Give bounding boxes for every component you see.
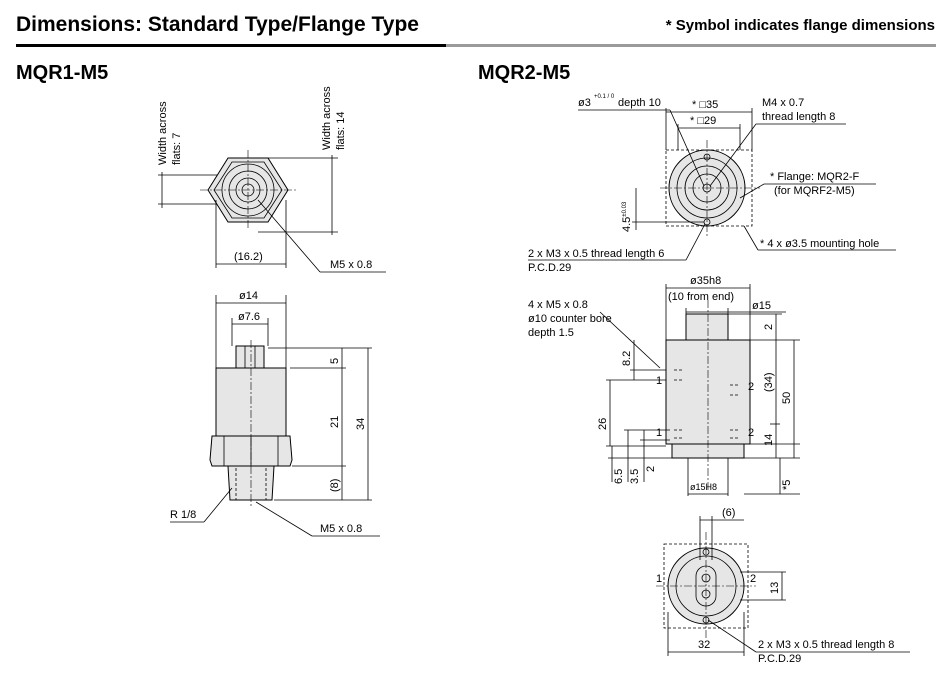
mqr2-dim-14: 14 [763,434,775,446]
mqr1-port-bottom-label: M5 x 0.8 [320,523,362,535]
mqr2-dim-8-2: 8.2 [621,351,633,366]
mqr2-port-1b: 1 [656,427,662,439]
mqr2-bore-tol: +0.1 / 0 [594,94,615,100]
mqr2-side-view: ø35h8 (10 from end) ø15 1 2 1 2 4 x M5 x… [528,275,800,496]
mqr2-port-2a: 2 [748,381,754,393]
mqr2-dim-50: 50 [781,392,793,404]
mqr2-dim-3-5: 3.5 [629,469,641,484]
title-underline-light [446,44,936,47]
mqr2-dim-13: 13 [769,582,781,594]
mqr2-dim-5s: *5 [781,480,793,490]
mqr2-dia-35h8: ø35h8 [690,275,721,287]
mqr2-m4-len: thread length 8 [762,111,835,123]
mqr2-sq-29: * □29 [690,115,716,127]
mqr1-dim-8: (8) [329,479,341,492]
mqr2-bore-label: ø3 [578,97,591,109]
header: Dimensions: Standard Type/Flange Type * … [0,0,947,44]
mqr1-dim-5: 5 [329,358,341,364]
mqr1-dia-7-6: ø7.6 [238,311,260,323]
mqr2-dim-6: (6) [722,507,735,519]
mqr1-dim-21: 21 [329,416,341,428]
mqr2-port-1a: 1 [656,375,662,387]
mqr2-m4-label: M4 x 0.7 [762,97,804,109]
mqr2-dia-15h8: ø15H8 [690,482,717,492]
mqr2-dim-34p: (34) [763,372,775,392]
mqr2-dim-6-5: 6.5 [613,469,625,484]
mqr1-dia-14: ø14 [239,290,258,302]
mqr2-counter-bore: ø10 counter bore [528,313,612,325]
mqr2-cb-depth: depth 1.5 [528,327,574,339]
mqr2-m3-top-label: 2 x M3 x 0.5 thread length 6 [528,248,664,260]
mqr2-dim-2b: 2 [645,466,657,472]
mqr2-dim-2a: 2 [763,324,775,330]
mqr2-dim-4-5: 4.5±0.03 [621,201,633,232]
mqr2-flange-label: * Flange: MQR2-F [770,171,860,183]
mqr2-pcd-top: P.C.D.29 [528,262,571,274]
mqr2-port-2b: 2 [748,427,754,439]
mqr1-title: MQR1-M5 [16,62,109,84]
mqr2-m3-bottom-label: 2 x M3 x 0.5 thread length 8 [758,639,894,651]
mqr2-bottom-view: 1 2 (6) 13 32 2 x M3 x 0.5 thread length… [656,507,910,665]
mqr1-width-across-label-1: Width across [157,101,169,165]
mqr2-dim-32: 32 [698,639,710,651]
mqr1-side-view: ø14 ø7.6 5 21 (8) 34 R 1/8 [170,290,380,537]
page-title: Dimensions: Standard Type/Flange Type [16,13,419,36]
mqr2-dim-26: 26 [597,418,609,430]
mqr1-width-across-label-2: Width across [321,86,333,150]
mqr1-dim-16-2: (16.2) [234,251,263,263]
mqr1-flats-7-label: flats: 7 [171,133,183,165]
mqr2-bore-depth: depth 10 [618,97,661,109]
mqr1-port-top-label: M5 x 0.8 [330,259,372,271]
mqr1-flats-14-label: flats: 14 [335,111,347,150]
mqr2-mount-hole-label: * 4 x ø3.5 mounting hole [760,238,879,250]
mqr2-top-view: * □35 * □29 ø3 +0.1 / 0 depth 10 M4 x 0.… [528,94,896,274]
mqr2-pcd-bottom: P.C.D.29 [758,653,801,665]
mqr1-top-view: Width across flats: 7 Width across flats… [157,86,386,273]
mqr2-title: MQR2-M5 [478,62,571,84]
mqr2-dia-15: ø15 [752,300,771,312]
mqr1-dim-34: 34 [355,418,367,430]
mqr2-port-1c: 1 [656,573,662,585]
flange-symbol-note: * Symbol indicates flange dimensions [665,17,935,34]
mqr2-m5-4x: 4 x M5 x 0.8 [528,299,588,311]
mqr2-port-2c: 2 [750,573,756,585]
mqr2-from-end: (10 from end) [668,291,734,303]
mqr1-thread-r-label: R 1/8 [170,509,196,521]
title-underline [16,44,446,47]
mqr2-flange-for: (for MQRF2-M5) [774,185,855,197]
mqr2-sq-35: * □35 [692,99,718,111]
